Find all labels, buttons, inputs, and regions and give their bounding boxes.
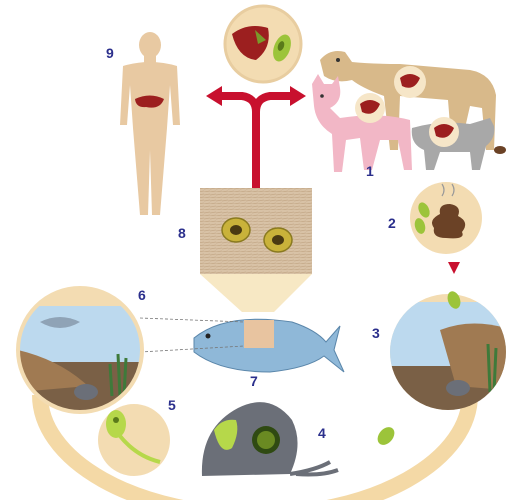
step-number-7: 7 — [250, 373, 258, 389]
step-number-1: 1 — [366, 163, 374, 179]
human-figure — [120, 32, 180, 215]
egg-on-ring — [374, 424, 398, 448]
step-number-5: 5 — [168, 397, 176, 413]
transmission-arrow — [206, 86, 306, 188]
cercaria-inset — [98, 404, 170, 476]
step-number-2: 2 — [388, 215, 396, 231]
step-number-3: 3 — [372, 325, 380, 341]
zoom-beam — [200, 274, 312, 312]
water-scene-snail-ingestion — [390, 289, 506, 412]
liver-inset — [225, 6, 301, 82]
step-number-6: 6 — [138, 287, 146, 303]
step-number-9: 9 — [106, 45, 114, 61]
down-arrow — [448, 262, 460, 274]
metacercariae-inset — [200, 188, 312, 274]
feces-with-eggs — [410, 182, 482, 254]
step-number-4: 4 — [318, 425, 326, 441]
fish — [194, 319, 344, 372]
step-number-8: 8 — [178, 225, 186, 241]
